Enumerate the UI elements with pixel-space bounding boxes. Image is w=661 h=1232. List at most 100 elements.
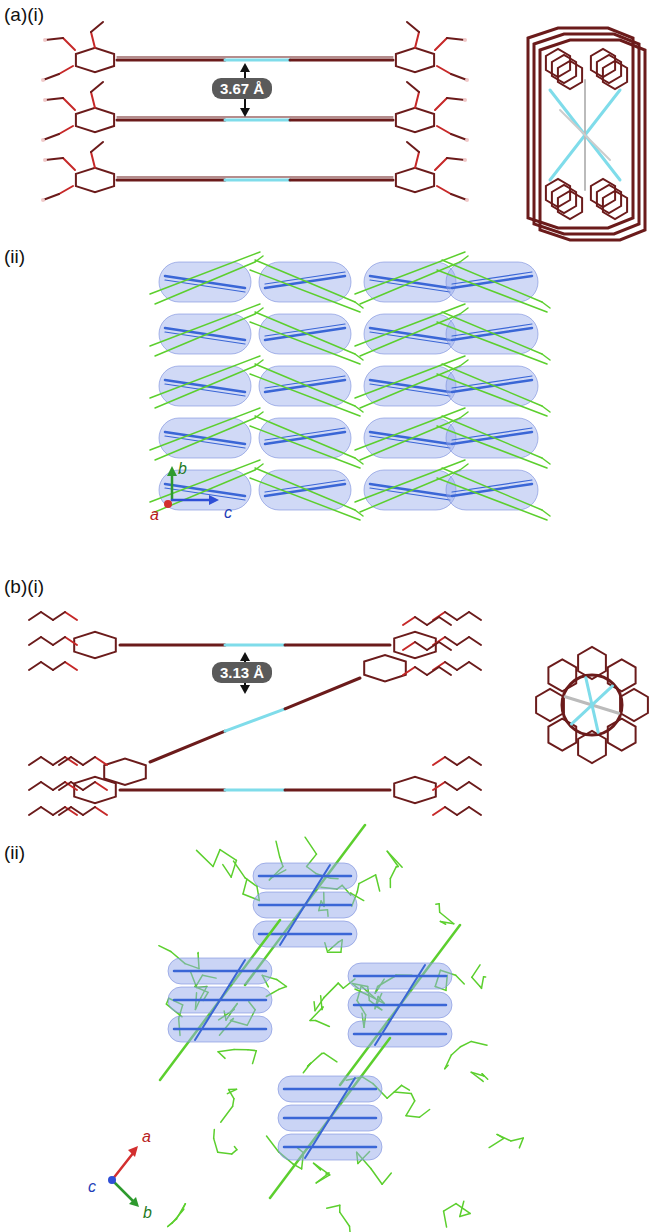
alkyl-chain — [310, 1007, 323, 1021]
bond — [59, 186, 73, 194]
molecule-stick — [280, 865, 330, 945]
bond — [415, 667, 427, 675]
bond — [451, 134, 467, 140]
aromatic-ring — [396, 48, 434, 72]
bond — [439, 617, 451, 625]
bond — [65, 612, 77, 620]
alkyl-chain — [279, 986, 287, 989]
bond — [225, 789, 285, 792]
alkyl-chain — [406, 1101, 415, 1116]
bond — [91, 32, 95, 48]
alkyl-chain — [402, 1085, 410, 1090]
bond — [29, 637, 41, 645]
molecule-stick — [442, 364, 542, 406]
molecule-outline — [540, 40, 645, 240]
alkyl-chain — [451, 1047, 460, 1055]
panel-label: (ii) — [4, 842, 25, 864]
bond — [290, 119, 393, 122]
molecule-stick — [437, 322, 547, 364]
molecule-stick — [542, 354, 550, 360]
hydrogen-atom — [465, 138, 469, 142]
aromatic-ring — [597, 55, 621, 83]
molecule-stick — [370, 436, 450, 448]
arrow-head — [240, 652, 250, 661]
molecule-stick — [165, 332, 245, 344]
molecule-stick — [360, 262, 460, 304]
molecule-stick — [460, 256, 468, 262]
bond — [437, 186, 451, 194]
arrow-head — [167, 466, 177, 476]
molecule-stick — [542, 302, 550, 308]
bond — [65, 637, 77, 645]
alkyl-chain — [445, 1055, 452, 1069]
alkyl-chain — [267, 1136, 279, 1152]
molecule-stick — [174, 1028, 266, 1031]
alkyl-chain — [350, 1226, 352, 1232]
molecule-stick — [250, 426, 360, 468]
bond — [457, 637, 469, 645]
bond — [59, 66, 73, 74]
axis-arrow — [172, 499, 212, 502]
molecule-stick — [284, 1088, 376, 1091]
bond — [53, 612, 65, 620]
axis-label: c — [88, 1178, 96, 1196]
bond — [117, 177, 393, 178]
alkyl-chain — [248, 1049, 256, 1051]
alkyl-chain — [214, 1138, 218, 1152]
alkyl-chain — [328, 951, 341, 953]
alkyl-chain — [227, 1089, 236, 1093]
alkyl-chain — [276, 841, 280, 857]
molecule-stick — [370, 488, 450, 500]
aromatic-ring — [396, 108, 434, 132]
bond — [95, 807, 107, 815]
bond — [91, 22, 103, 32]
bond — [445, 662, 457, 670]
molecule-stick — [442, 312, 542, 354]
alkyl-chain — [472, 965, 480, 978]
alkyl-chain — [519, 1138, 523, 1148]
bond — [71, 782, 83, 790]
alkyl-chain — [387, 851, 402, 867]
molecule-stick — [195, 960, 245, 1040]
molecule-stick — [250, 322, 360, 364]
bond — [445, 782, 457, 790]
aromatic-ring — [76, 168, 114, 192]
bond — [225, 179, 290, 182]
bond — [150, 731, 225, 762]
molecule-stick — [340, 925, 460, 1085]
bond — [59, 126, 73, 134]
molecule-stick — [370, 280, 450, 292]
bond — [59, 782, 71, 790]
axis-dot — [164, 500, 172, 508]
alkyl-chain — [456, 975, 465, 984]
molecule-stick — [354, 1033, 446, 1036]
molecule-stick — [305, 1078, 355, 1158]
bond — [447, 158, 465, 160]
bond — [285, 678, 360, 709]
bond — [437, 126, 451, 134]
bond — [95, 757, 107, 765]
bond — [457, 612, 469, 620]
molecule-stick — [155, 314, 255, 356]
bond — [469, 757, 481, 765]
bond — [83, 757, 95, 765]
bond — [41, 782, 53, 790]
bond — [469, 782, 481, 790]
alkyl-chain — [411, 1094, 414, 1101]
axis-label: a — [142, 1128, 151, 1146]
aromatic-ring — [364, 655, 406, 681]
bond — [571, 686, 612, 724]
molecule-stick — [155, 418, 255, 460]
bond — [451, 194, 467, 200]
alkyl-chain — [440, 912, 454, 923]
molecule-stick — [360, 366, 460, 408]
bond — [457, 782, 469, 790]
molecule-outline — [534, 34, 639, 234]
alkyl-chain — [316, 1173, 329, 1183]
bond — [415, 617, 427, 625]
bond — [285, 644, 390, 647]
molecule-stick — [460, 308, 468, 314]
alkyl-chain — [436, 903, 439, 905]
alkyl-chain — [376, 878, 379, 891]
